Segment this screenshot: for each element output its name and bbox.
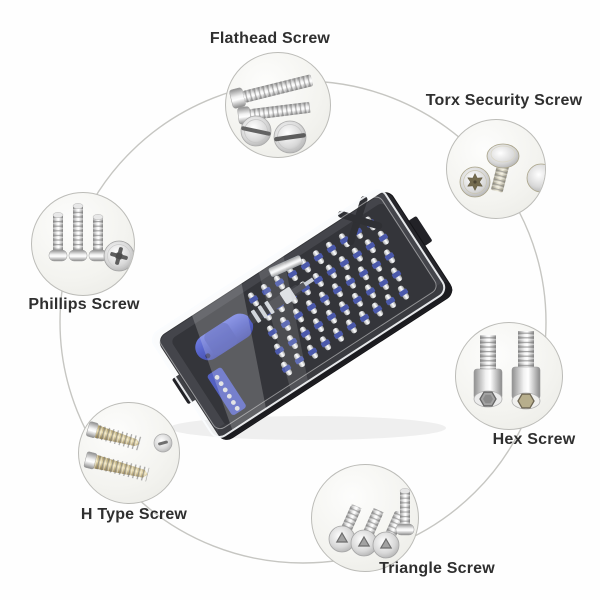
- screwdriver-bit-set-photo: [150, 186, 462, 446]
- flathead-screw-label: Flathead Screw: [209, 30, 331, 47]
- torx-security-screw-photo: [446, 119, 546, 219]
- screwdriver-icon: [195, 277, 315, 361]
- flathead-screw-photo: [225, 52, 331, 158]
- h-type-screw-icon: [83, 421, 173, 482]
- hex-screw-label: Hex Screw: [492, 431, 576, 448]
- triangle-screw-photo: [311, 464, 419, 572]
- phillips-screw-icon: [48, 203, 134, 272]
- flathead-screw-icon: [229, 74, 314, 154]
- screwdriver-bit-set-icon: [151, 189, 453, 440]
- triangle-screw-icon: [328, 488, 415, 559]
- phillips-screw-label: Phillips Screw: [28, 296, 140, 313]
- h-type-screw-photo: [78, 402, 180, 504]
- torx-security-screw-icon: [459, 143, 545, 198]
- torx-security-screw-label: Torx Security Screw: [425, 92, 583, 109]
- tweezers-icon: [337, 196, 383, 246]
- hex-screw-icon: [473, 331, 541, 410]
- h-type-screw-label: H Type Screw: [80, 506, 188, 523]
- hex-screw-photo: [455, 322, 563, 430]
- phillips-screw-photo: [31, 192, 135, 296]
- triangle-screw-label: Triangle Screw: [379, 560, 495, 577]
